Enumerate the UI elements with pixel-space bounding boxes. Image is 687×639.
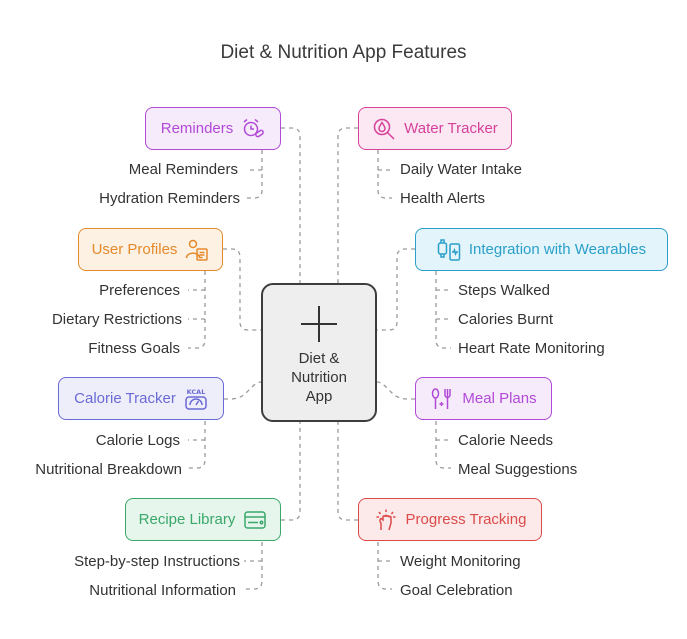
feature-meal-plans: Meal Plans [415,377,552,420]
feature-water-tracker: Water Tracker [358,107,512,150]
cooktop-icon [244,510,267,529]
alarm-pill-icon [243,118,265,137]
center-label: Diet & Nutrition App [291,350,347,405]
feature-user-profiles: User Profiles [78,228,223,271]
user-profile-icon [186,239,209,261]
sub-item: Steps Walked [458,282,550,299]
kcal-scale-icon: KCAL [185,388,207,410]
sub-item: Heart Rate Monitoring [458,340,605,357]
feature-reminders: Reminders [145,107,281,150]
center-node: Diet & Nutrition App [261,283,377,422]
sub-item: Dietary Restrictions [51,311,182,328]
sub-item: Goal Celebration [400,582,513,599]
sub-item: Nutritional Information [89,582,236,599]
sub-item: Calorie Logs [95,432,180,449]
fork-spoon-icon [432,387,452,409]
progress-hand-icon [376,509,396,530]
sub-item: Nutritional Breakdown [35,461,182,478]
feature-calorie-tracker: Calorie Tracker KCAL [58,377,224,420]
feature-integration-with-wearables: Integration with Wearables [415,228,668,271]
svg-text:KCAL: KCAL [187,388,206,396]
feature-progress-tracking: Progress Tracking [358,498,542,541]
wearable-device-icon [437,238,461,261]
sub-item: Fitness Goals [88,340,180,357]
sub-item: Weight Monitoring [400,553,521,570]
water-search-icon [373,118,395,140]
sub-item: Daily Water Intake [400,161,522,178]
sub-item: Hydration Reminders [99,190,240,207]
plus-icon [301,306,337,342]
diagram-title: Diet & Nutrition App Features [220,42,467,63]
sub-item: Preferences [99,282,180,299]
sub-item: Calories Burnt [458,311,554,328]
feature-recipe-library: Recipe Library [125,498,281,541]
sub-item: Meal Reminders [128,161,238,178]
sub-item: Calorie Needs [458,432,554,449]
sub-item: Step-by-step Instructions [74,553,240,570]
sub-item: Meal Suggestions [458,461,578,478]
sub-item: Health Alerts [400,190,486,207]
